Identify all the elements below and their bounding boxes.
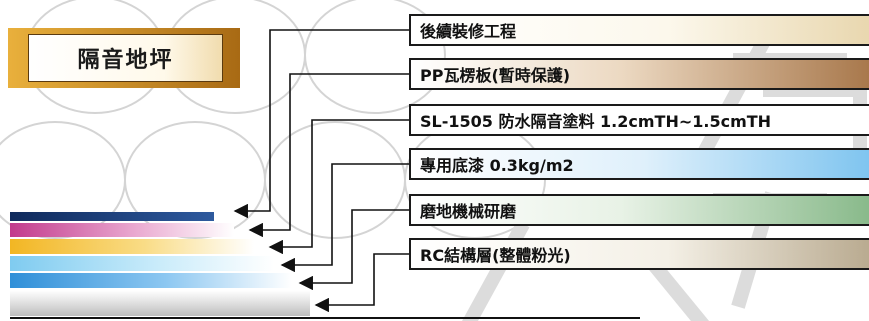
title-label: 隔音地坪 <box>28 34 223 82</box>
layer-bar-coating <box>10 239 254 254</box>
layer-label-sl1505-coating: SL-1505 防水隔音塗料 1.2cmTH~1.5cmTH <box>409 104 869 136</box>
layer-label-pp-board: PP瓦楞板(暫時保護) <box>409 58 869 90</box>
layer-label-primer: 專用底漆 0.3kg/m2 <box>409 148 869 180</box>
layer-bar-finish <box>10 212 214 221</box>
leader-line-0 <box>233 29 409 219</box>
layer-bar-rc-slab <box>10 290 310 316</box>
layer-bar-ground-surface <box>10 273 292 288</box>
layer-bar-pp-board <box>10 223 234 237</box>
layer-label-finish-work: 後續裝修工程 <box>409 14 869 46</box>
leader-line-1 <box>248 73 409 238</box>
layer-label-rc-structure: RC結構層(整體粉光) <box>409 238 869 270</box>
title-plate: 隔音地坪 <box>8 28 240 88</box>
leader-line-2 <box>268 119 409 255</box>
leader-line-3 <box>280 163 409 273</box>
leader-line-5 <box>314 253 409 313</box>
leader-line-4 <box>298 209 409 291</box>
layer-bar-primer <box>10 256 274 271</box>
layer-label-grinding: 磨地機械研磨 <box>409 194 869 226</box>
